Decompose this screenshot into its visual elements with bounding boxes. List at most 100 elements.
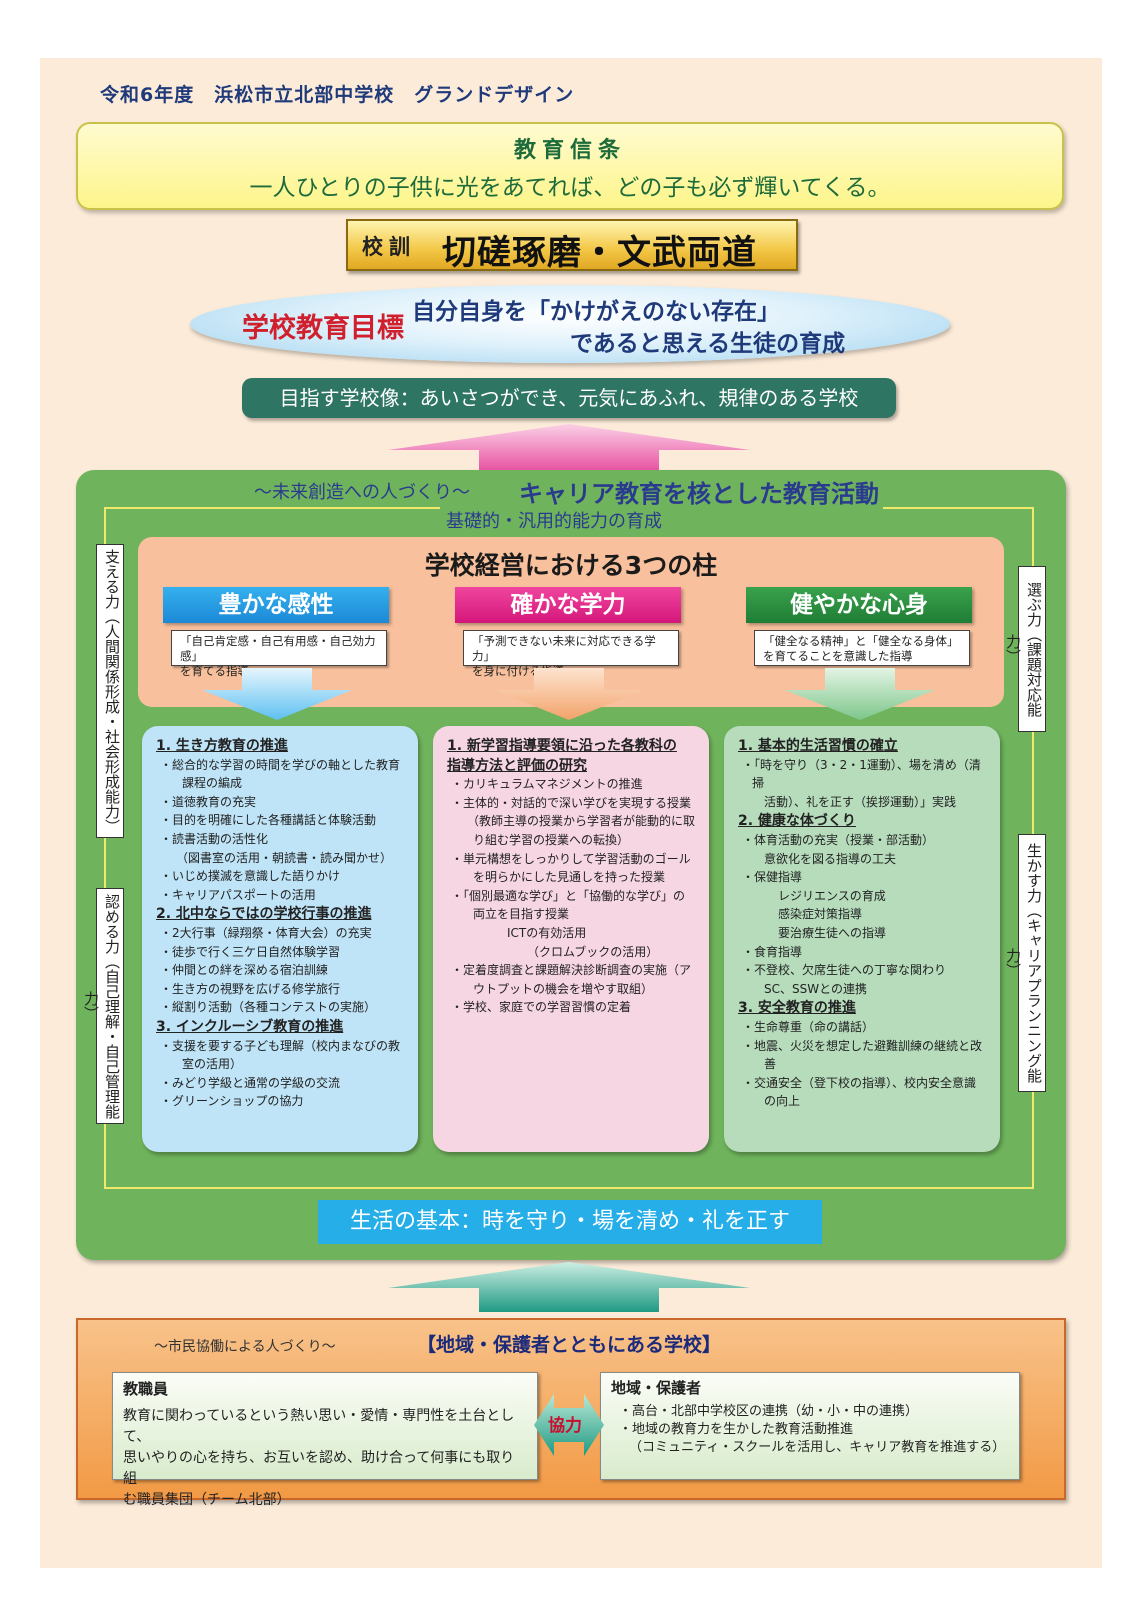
creed-text: 一人ひとりの子供に光をあてれば、どの子も必ず輝いてくる。 <box>249 175 891 201</box>
list-item: ・2大行事（緑翔祭・体育大会）の充実 <box>160 925 372 940</box>
list-item: ・仲間との絆を深める宿泊訓練 <box>160 963 328 978</box>
down-arrow-blue-icon <box>202 668 352 720</box>
motto-label: 校訓 <box>362 235 416 259</box>
motto-box: 校訓 切磋琢磨・文武両道 <box>346 219 798 273</box>
list-item: ICTの有効活用 <box>507 925 587 940</box>
side-label-utilizing-power: 生かす力（キャリアプランニング能力） <box>1004 834 1046 1092</box>
pillar-desc-line: 「予測できない未来に対応できる学力」 <box>472 634 656 663</box>
pillar-desc-line: 「健全なる精神」と「健全なる身体」 <box>763 634 959 648</box>
list-item: り組む学習の授業への転換） <box>473 832 630 847</box>
list-item: 要治療生徒への指導 <box>778 925 887 940</box>
pillar-desc-2: 「予測できない未来に対応できる学力」 を身に付ける指導 <box>463 630 679 678</box>
list-item: ・道徳教育の充実 <box>160 794 257 809</box>
down-arrow-green-icon <box>785 668 935 720</box>
list-item: レジリエンスの育成 <box>778 888 886 903</box>
list-item: ・支援を要する子ども理解（校内まなびの教 <box>160 1038 401 1053</box>
page-title: 令和6年度 浜松市立北部中学校 グランドデザイン <box>100 84 575 106</box>
local-guardians-box: 地域・保護者 ・高台・北部中学校区の連携（幼・小・中の連携） ・地域の教育力を生… <box>600 1372 1020 1480</box>
staff-text-line: 思いやりの心を持ち、お互いを認め、助け合って何事にも取り組 <box>123 1450 515 1487</box>
list-item: ・地震、火災を想定した避難訓練の継続と改 <box>742 1038 983 1053</box>
column-sensitivity: 1. 生き方教育の推進 ・総合的な学習の時間を学びの軸とした教育 課程の編成 ・… <box>142 726 418 1152</box>
list-item: ・主体的・対話的で深い学びを実現する授業 <box>451 795 692 810</box>
local-text-line: （コミュニティ・スクールを活用し、キャリア教育を推進する） <box>629 1440 1006 1455</box>
side-label-recognizing-power: 認める力（自己理解・自己管理能力） <box>82 888 124 1124</box>
list-item: ・保健指導 <box>742 870 803 885</box>
list-item: ・カリキュラムマネジメントの推進 <box>451 777 643 792</box>
list-item: （図書室の活用・朝読書・読み聞かせ） <box>176 850 393 865</box>
section-heading: 指導方法と評価の研究 <box>447 757 587 774</box>
pillar-desc-3: 「健全なる精神」と「健全なる身体」 を育てることを意識した指導 <box>754 630 970 666</box>
list-item: ・学校、家庭での学習習慣の定着 <box>451 1000 632 1015</box>
list-item: ・生き方の視野を広げる修学旅行 <box>160 981 341 996</box>
list-item: 両立を目指す授業 <box>473 907 570 922</box>
side-label-supporting-power: 支える力（人間関係形成・社会形成能力） <box>96 544 124 838</box>
list-item: ・総合的な学習の時間を学びの軸とした教育 <box>160 757 401 772</box>
list-item: 室の活用） <box>182 1057 243 1072</box>
basic-life-banner: 生活の基本：時を守り・場を清め・礼を正す <box>318 1200 822 1244</box>
up-arrow-teal-icon <box>388 1262 750 1312</box>
list-item: 善 <box>764 1057 777 1072</box>
community-subtitle: ～市民協働による人づくり～ <box>154 1339 336 1355</box>
local-heading: 地域・保護者 <box>611 1379 702 1397</box>
list-item: 感染症対策指導 <box>778 907 863 922</box>
section-heading: 3. 安全教育の推進 <box>738 1000 856 1017</box>
pillar-desc-line: 「自己肯定感・自己有用感・自己効力感」 <box>180 634 376 663</box>
list-item: ・交通安全（登下校の指導）、校内安全意識 <box>742 1075 977 1090</box>
side-label-choosing-power: 選ぶ力（課題対応能力） <box>1004 566 1046 732</box>
career-basic-ability: 基礎的・汎用的能力の育成 <box>440 507 668 533</box>
pillar-rich-sensitivity: 豊かな感性 <box>163 587 389 623</box>
section-heading: 3. インクルーシブ教育の推進 <box>156 1018 344 1035</box>
local-text-line: ・地域の教育力を生かした教育活動推進 <box>619 1422 854 1437</box>
list-item: ・「時を守り（3・2・1運動）、場を清め（清掃 <box>742 757 981 791</box>
down-arrow-orange-icon <box>494 668 644 720</box>
community-title: 【地域・保護者とともにある学校】 <box>417 1334 722 1356</box>
list-item: の向上 <box>764 1094 801 1109</box>
list-item: （教師主導の授業から学習者が能動的に取 <box>467 814 696 829</box>
career-subtitle: ～未来創造への人づくり～ <box>250 478 474 504</box>
vision-banner: 目指す学校像：あいさつができ、元気にあふれ、規律のある学校 <box>242 378 896 418</box>
staff-heading: 教職員 <box>123 1380 169 1398</box>
list-item: （クロムブックの活用） <box>527 944 659 959</box>
career-title: キャリア教育を核とした教育活動 <box>515 474 883 509</box>
pillar-healthy-body-mind: 健やかな心身 <box>746 587 972 623</box>
column-health: 1. 基本的生活習慣の確立 ・「時を守り（3・2・1運動）、場を清め（清掃 活動… <box>724 726 1000 1152</box>
list-item: ・読書活動の活性化 <box>160 831 269 846</box>
local-text-line: ・高台・北部中学校区の連携（幼・小・中の連携） <box>619 1404 919 1419</box>
creed-box: 教育信条 一人ひとりの子供に光をあてれば、どの子も必ず輝いてくる。 <box>76 122 1064 210</box>
section-heading: 1. 基本的生活習慣の確立 <box>738 738 898 754</box>
staff-text-line: 教育に関わっているという熱い思い・愛情・専門性を土台として、 <box>123 1408 515 1445</box>
creed-title: 教育信条 <box>513 138 626 163</box>
goal-label: 学校教育目標 <box>242 313 404 344</box>
list-item: ・「個別最適な学び」と「協働的な学び」の <box>451 888 686 903</box>
motto-text: 切磋琢磨・文武両道 <box>442 233 757 273</box>
list-item: ・みどり学級と通常の学級の交流 <box>160 1075 341 1090</box>
list-item: SC、SSWとの連携 <box>764 981 867 996</box>
pillar-solid-academic: 確かな学力 <box>455 587 681 623</box>
pillar-desc-line: を育てる指導 <box>180 664 249 678</box>
section-heading: 1. 生き方教育の推進 <box>156 738 288 754</box>
list-item: 活動）、礼を正す（挨拶運動）」実践 <box>764 794 957 809</box>
pillar-desc-1: 「自己肯定感・自己有用感・自己効力感」 を育てる指導 <box>171 630 387 678</box>
list-item: ・キャリアパスポートの活用 <box>160 887 316 902</box>
list-item: ・いじめ撲滅を意識した語りかけ <box>160 869 341 884</box>
section-heading: 2. 健康な体づくり <box>738 813 856 830</box>
list-item: 課程の編成 <box>182 776 243 791</box>
list-item: ・不登校、欠席生徒への丁寧な関わり <box>742 963 947 978</box>
list-item: ・縦割り活動（各種コンテストの実施） <box>160 1000 377 1015</box>
list-item: ・単元構想をしっかりして学習活動のゴール <box>451 851 691 866</box>
staff-text-line: む職員集団（チーム北部） <box>123 1492 291 1508</box>
cooperation-label: 協力 <box>548 1416 582 1436</box>
list-item: ・生命尊重（命の講話） <box>742 1019 875 1034</box>
list-item: ・目的を明確にした各種講話と体験活動 <box>160 813 377 828</box>
column-academic: 1. 新学習指導要領に沿った各教科の 指導方法と評価の研究 ・カリキュラムマネジ… <box>433 726 709 1152</box>
list-item: ・定着度調査と課題解決診断調査の実施（ア <box>451 963 692 978</box>
list-item: を明らかにした見通しを持った授業 <box>473 870 666 885</box>
list-item: ・食育指導 <box>742 944 803 959</box>
goal-text-line2: であると思える生徒の育成 <box>570 330 846 357</box>
up-arrow-pink-icon <box>388 424 750 474</box>
pillar-desc-line: を育てることを意識した指導 <box>763 649 913 663</box>
list-item: ・体育活動の充実（授業・部活動） <box>742 832 935 847</box>
three-pillars-title: 学校経営における3つの柱 <box>424 551 718 580</box>
goal-text-line1: 自分自身を「かけがえのない存在」 <box>412 298 780 325</box>
list-item: ・徒歩で行く三ケ日自然体験学習 <box>160 944 341 959</box>
